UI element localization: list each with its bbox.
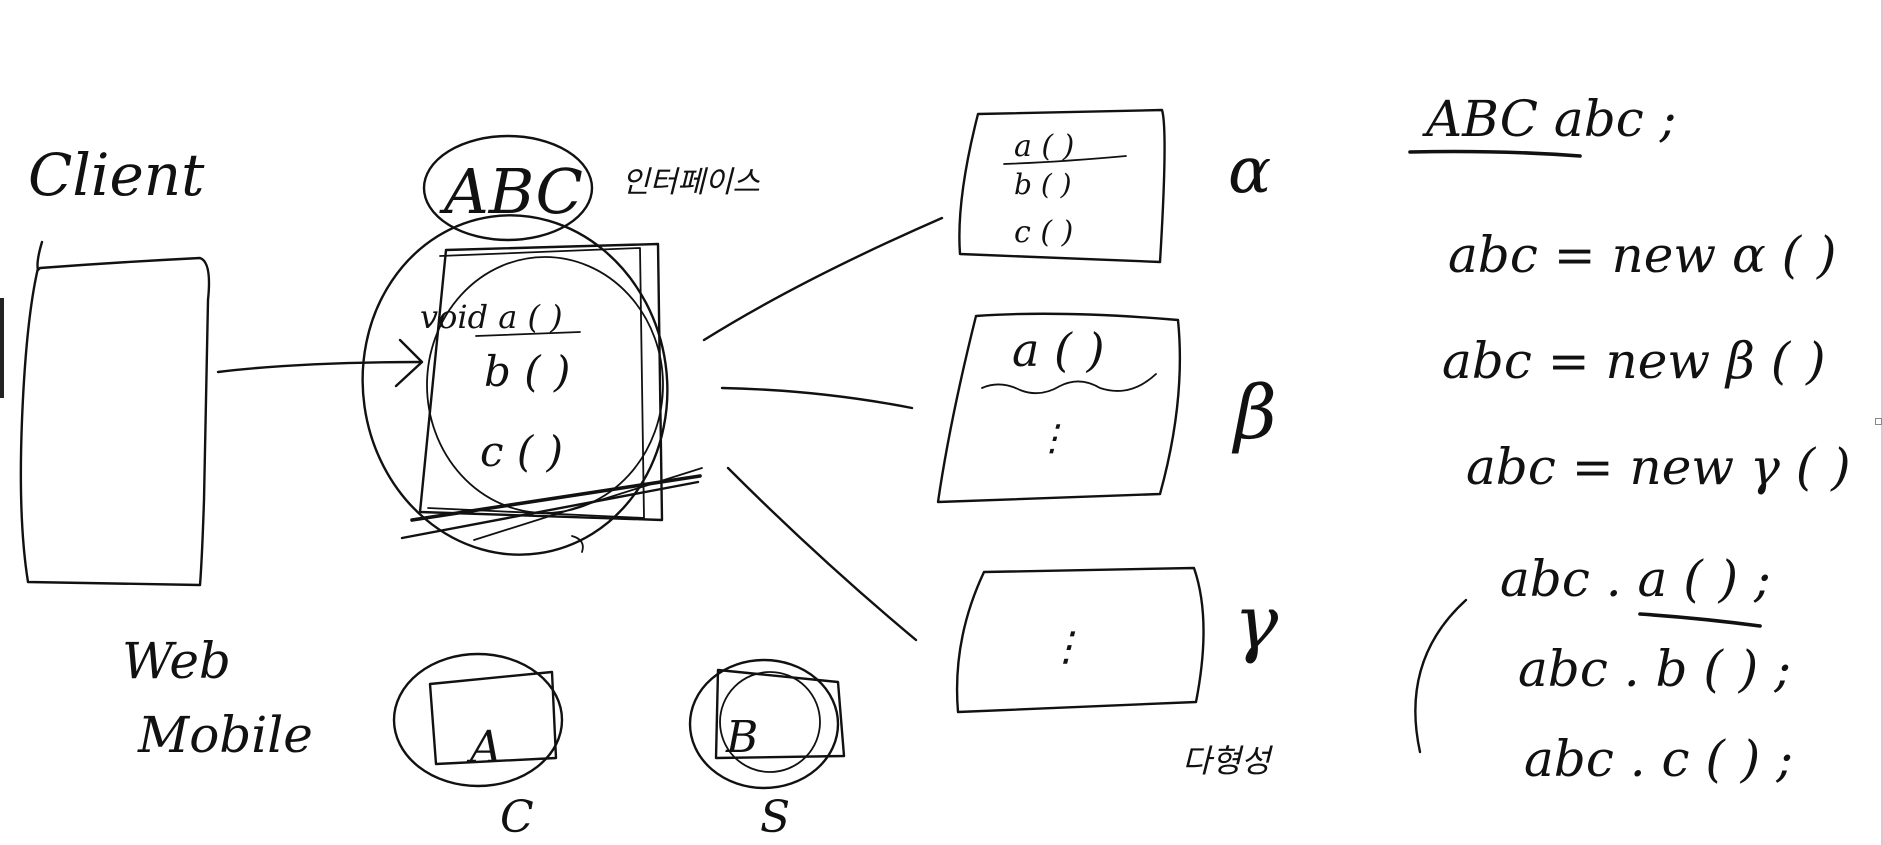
interface-box bbox=[418, 242, 664, 522]
interface-big-ellipse bbox=[361, 214, 669, 556]
client-box bbox=[19, 240, 211, 587]
small-box-b-sub: S bbox=[760, 792, 790, 843]
impl-beta-dots: ⋮ bbox=[1034, 418, 1070, 459]
mobile-label: Mobile bbox=[137, 706, 313, 764]
small-box-a-sub: C bbox=[500, 792, 534, 843]
resize-handle-icon[interactable] bbox=[1875, 418, 1882, 425]
impl-beta-method-a: a ( ) bbox=[1012, 323, 1105, 377]
impl-alpha-box bbox=[958, 108, 1166, 264]
impl-gamma-symbol: γ bbox=[1234, 580, 1279, 666]
impl-alpha-method-a: a ( ) bbox=[1014, 129, 1074, 164]
interface-title-ellipse bbox=[422, 134, 594, 242]
impl-alpha: a ( ) b ( ) c ( ) α bbox=[958, 108, 1271, 264]
interface-note: 인터페이스 bbox=[622, 165, 760, 200]
left-edge-tab bbox=[0, 298, 4, 398]
code-block: ABC abc ; abc = new α ( ) abc = new β ( … bbox=[1408, 90, 1851, 788]
impl-caption: 다형성 bbox=[1182, 742, 1274, 780]
interface-title: ABC bbox=[439, 155, 583, 228]
code-bracket bbox=[1414, 598, 1468, 754]
small-box-b: B S bbox=[688, 658, 846, 843]
web-label: Web bbox=[122, 632, 231, 690]
impl-alpha-symbol: α bbox=[1228, 134, 1271, 208]
code-line-6: abc . b ( ) ; bbox=[1518, 640, 1791, 698]
small-box-a-label: A bbox=[466, 722, 502, 773]
interface-method-c: c ( ) bbox=[480, 427, 563, 476]
right-edge-bar bbox=[1881, 0, 1883, 845]
code-line-4: abc = new γ ( ) bbox=[1466, 438, 1851, 496]
interface-to-impl-lines bbox=[702, 216, 944, 642]
code-line-7: abc . c ( ) ; bbox=[1524, 730, 1793, 788]
impl-alpha-method-b: b ( ) bbox=[1014, 168, 1072, 201]
impl-gamma-box bbox=[955, 566, 1205, 714]
impl-beta-box bbox=[936, 312, 1182, 504]
code-line-2: abc = new α ( ) bbox=[1448, 226, 1837, 284]
impl-beta-symbol: β bbox=[1231, 370, 1277, 456]
impl-gamma-dots: ⋮ bbox=[1046, 624, 1086, 670]
interface-inner-ellipse bbox=[426, 256, 664, 514]
impl-beta: a ( ) ⋮ β bbox=[936, 312, 1277, 504]
interface-group: ABC 인터페이스 void a ( ) b ( ) c ( ) bbox=[361, 134, 760, 556]
impl-alpha-method-c: c ( ) bbox=[1014, 215, 1073, 250]
small-box-b-circle bbox=[688, 658, 840, 790]
code-line-5: abc . a ( ) ; bbox=[1500, 550, 1771, 608]
client-group: Client Web Mobile bbox=[19, 141, 313, 764]
code-line-1: ABC abc ; bbox=[1422, 90, 1677, 148]
client-to-interface-arrow bbox=[216, 338, 424, 388]
small-box-a: A C bbox=[392, 652, 564, 843]
interface-method-a: void a ( ) bbox=[420, 298, 563, 336]
small-box-b-label: B bbox=[725, 712, 758, 763]
code-line-3: abc = new β ( ) bbox=[1442, 332, 1826, 390]
small-box-a-circle bbox=[392, 652, 564, 788]
impl-gamma: ⋮ γ 다형성 bbox=[955, 566, 1279, 780]
client-label: Client bbox=[28, 141, 205, 209]
interface-method-b: b ( ) bbox=[484, 347, 570, 396]
